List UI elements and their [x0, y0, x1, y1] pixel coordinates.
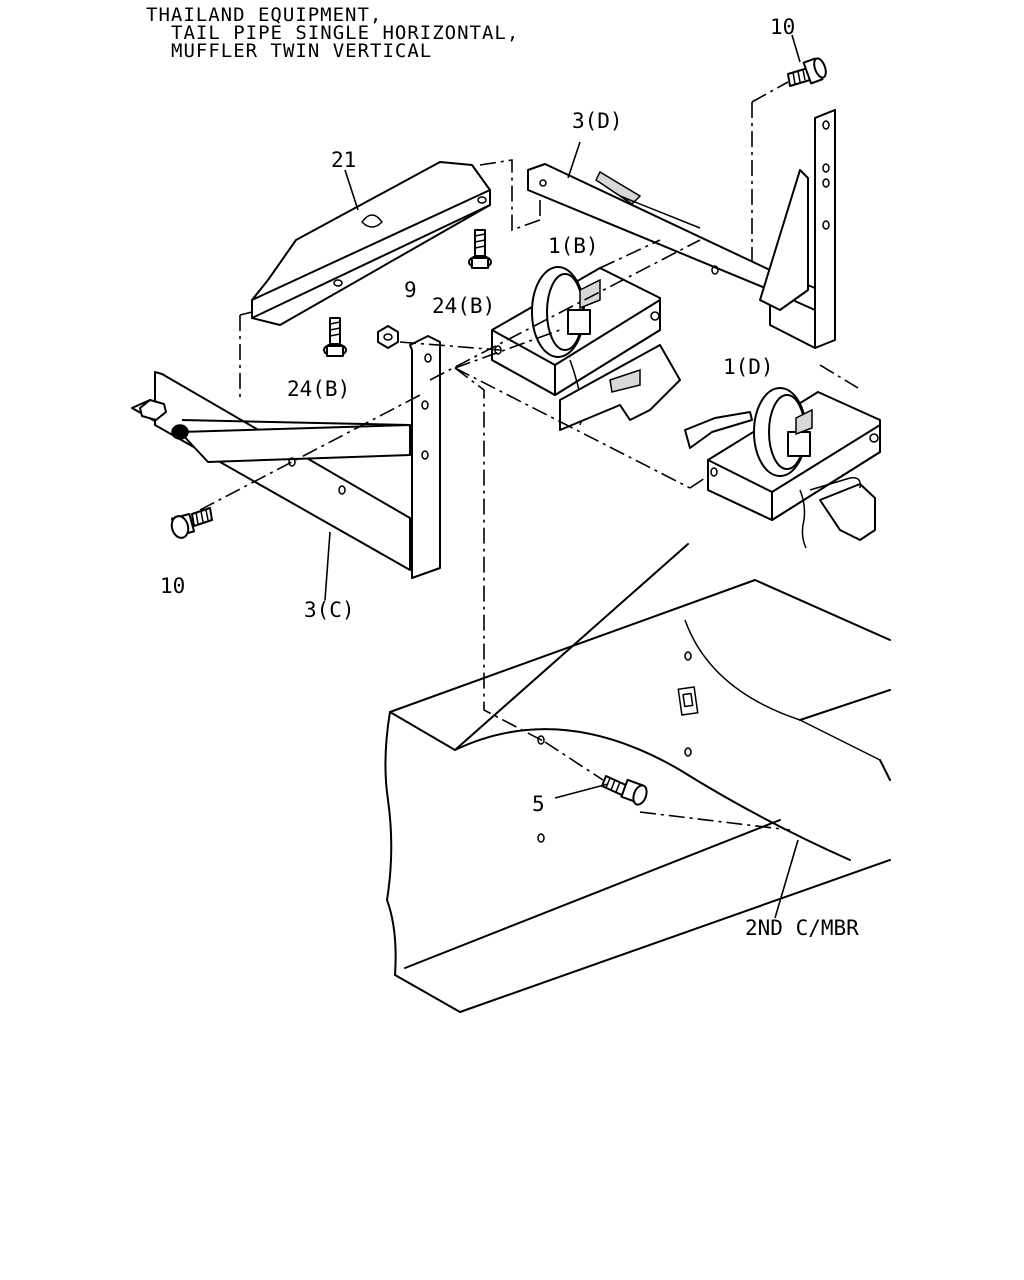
- bolt-24b-lower: [323, 317, 347, 357]
- frame-crossmember: [384, 543, 891, 1013]
- callout-bracket-3d: 3(D): [572, 109, 623, 133]
- callout-bolt-10-top: 10: [770, 15, 795, 39]
- callouts: 10 3(D) 21 1(B) 24(B) 9 24(B) 1(D) 10 3(…: [160, 15, 859, 940]
- bolt-24b-upper: [468, 229, 492, 269]
- callout-hanger-1b: 1(B): [548, 234, 599, 258]
- header-line-3: MUFFLER TWIN VERTICAL: [171, 40, 432, 62]
- header-line-2: TAIL PIPE SINGLE HORIZONTAL,: [171, 22, 519, 44]
- callout-hanger-1d: 1(D): [723, 355, 774, 379]
- callout-plate-21: 21: [331, 148, 356, 172]
- hanger-1d: [684, 387, 881, 549]
- callout-bolt-24b-upper: 24(B): [432, 294, 495, 318]
- plate-21: [251, 161, 491, 326]
- header: THAILAND EQUIPMENT, TAIL PIPE SINGLE HOR…: [146, 4, 519, 62]
- callout-bracket-3c: 3(C): [304, 598, 355, 622]
- assembly-lines: [199, 81, 859, 831]
- bolt-10-left: [170, 507, 213, 539]
- header-line-1: THAILAND EQUIPMENT,: [146, 4, 382, 26]
- bracket-3d: [527, 109, 836, 349]
- callout-bolt-10-left: 10: [160, 574, 185, 598]
- callout-crossmember: 2ND C/MBR: [745, 916, 859, 940]
- bracket-3c: [131, 335, 441, 601]
- callout-bolt-24b-lower: 24(B): [287, 377, 350, 401]
- nut-9: [377, 325, 399, 349]
- callout-bolt-5: 5: [532, 792, 545, 816]
- bolt-5: [554, 775, 648, 806]
- callout-nut-9: 9: [404, 278, 417, 302]
- crossmember-leader: [774, 839, 799, 919]
- bolt-10-top: [787, 34, 827, 87]
- hanger-1b: [491, 266, 681, 431]
